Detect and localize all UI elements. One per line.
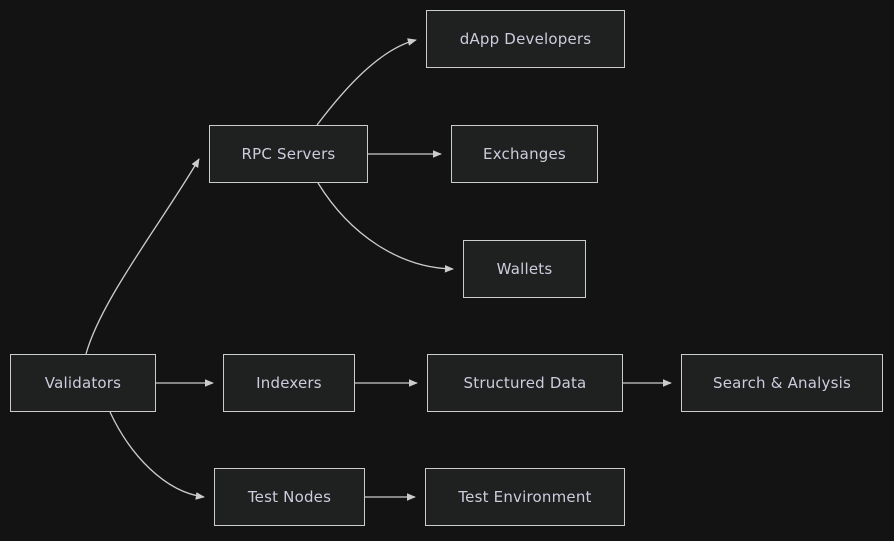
node-indexers[interactable]: Indexers <box>223 354 355 412</box>
edge-validators-to-test-nodes <box>109 411 205 500</box>
node-label-search-analysis: Search & Analysis <box>713 373 851 392</box>
node-structured-data[interactable]: Structured Data <box>427 354 623 412</box>
node-test-nodes[interactable]: Test Nodes <box>214 468 365 526</box>
node-label-validators: Validators <box>44 373 122 392</box>
node-label-wallets: Wallets <box>496 259 553 278</box>
node-search-analysis[interactable]: Search & Analysis <box>681 354 883 412</box>
edge-rpc-to-wallets <box>317 182 454 273</box>
node-label-test-environment: Test Environment <box>458 487 592 506</box>
node-label-exchanges: Exchanges <box>483 144 566 163</box>
node-dapp-developers[interactable]: dApp Developers <box>426 10 625 68</box>
node-rpc-servers[interactable]: RPC Servers <box>209 125 368 183</box>
edge-rpc-to-dapp-developers <box>316 38 417 126</box>
node-label-indexers: Indexers <box>256 373 322 392</box>
node-label-dapp-developers: dApp Developers <box>459 29 592 48</box>
node-wallets[interactable]: Wallets <box>463 240 586 298</box>
edge-validators-to-rpc <box>85 158 200 355</box>
node-label-structured-data: Structured Data <box>463 373 587 392</box>
node-exchanges[interactable]: Exchanges <box>451 125 598 183</box>
node-test-environment[interactable]: Test Environment <box>425 468 625 526</box>
node-validators[interactable]: Validators <box>10 354 156 412</box>
node-label-test-nodes: Test Nodes <box>247 487 332 506</box>
node-label-rpc-servers: RPC Servers <box>241 144 336 163</box>
